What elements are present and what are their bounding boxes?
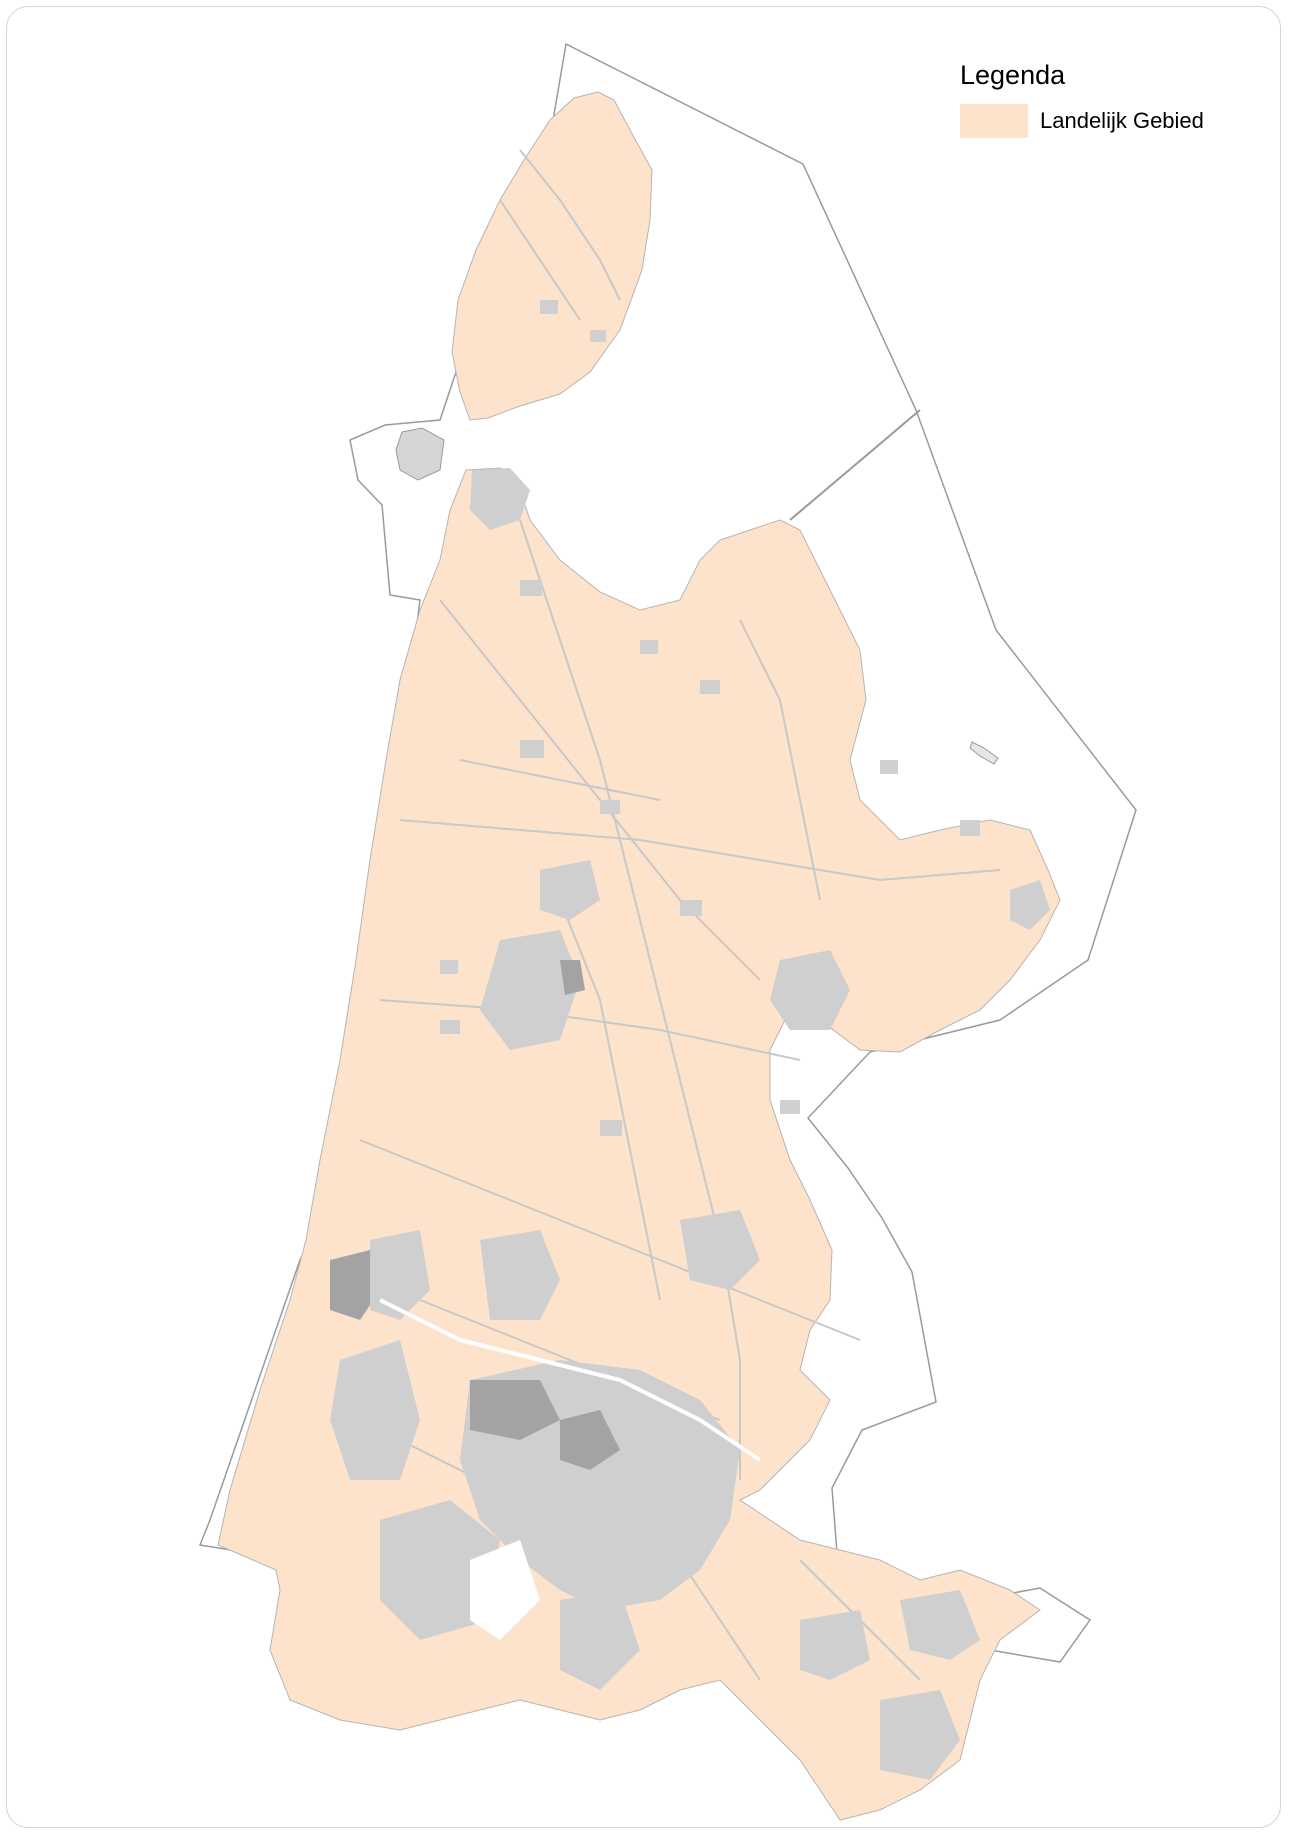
urban-area bbox=[700, 680, 720, 694]
urban-area bbox=[600, 800, 620, 814]
urban-area bbox=[470, 1540, 540, 1640]
urban-area bbox=[440, 960, 458, 974]
map-legend: Legenda Landelijk Gebied bbox=[960, 58, 1260, 138]
urban-area bbox=[330, 1250, 380, 1320]
urban-area bbox=[880, 760, 898, 774]
urban-area bbox=[520, 580, 542, 596]
urban-area bbox=[680, 1210, 760, 1290]
islet bbox=[395, 427, 445, 481]
urban-area bbox=[470, 1380, 560, 1440]
urban-area bbox=[330, 1340, 420, 1480]
urban-area bbox=[470, 468, 530, 530]
urban-area bbox=[370, 1230, 430, 1320]
mainland-rural-area bbox=[217, 467, 1061, 1821]
urban-area bbox=[560, 960, 585, 995]
province-boundary bbox=[198, 42, 1137, 1663]
urban-area bbox=[560, 1590, 640, 1690]
urban-area bbox=[1010, 880, 1050, 930]
urban-area bbox=[540, 860, 600, 920]
urban-area bbox=[960, 820, 980, 836]
legend-title: Legenda bbox=[960, 60, 1066, 90]
urban-area bbox=[800, 1610, 870, 1680]
island-texel bbox=[451, 91, 653, 421]
urban-area bbox=[770, 950, 850, 1030]
urban-area bbox=[560, 1410, 620, 1470]
water-ij bbox=[379, 1298, 762, 1462]
urban-area bbox=[540, 300, 558, 314]
urban-area bbox=[900, 1590, 980, 1660]
urban-area bbox=[780, 1100, 800, 1114]
urban-area bbox=[440, 1020, 460, 1034]
urban-area bbox=[680, 900, 702, 916]
islet-east bbox=[969, 741, 999, 765]
urban-area bbox=[600, 1120, 622, 1136]
urban-area bbox=[480, 1230, 560, 1320]
urban-area bbox=[880, 1690, 960, 1780]
legend-item-landelijk-gebied: Landelijk Gebied bbox=[960, 104, 1260, 138]
urban-area bbox=[640, 640, 658, 654]
urban-area bbox=[480, 930, 580, 1050]
legend-label: Landelijk Gebied bbox=[1040, 108, 1204, 133]
afsluitdijk bbox=[789, 409, 921, 521]
urban-area bbox=[520, 740, 544, 758]
urban-areas bbox=[330, 300, 1050, 1780]
legend-swatch bbox=[960, 104, 1028, 138]
urban-area bbox=[590, 330, 606, 342]
